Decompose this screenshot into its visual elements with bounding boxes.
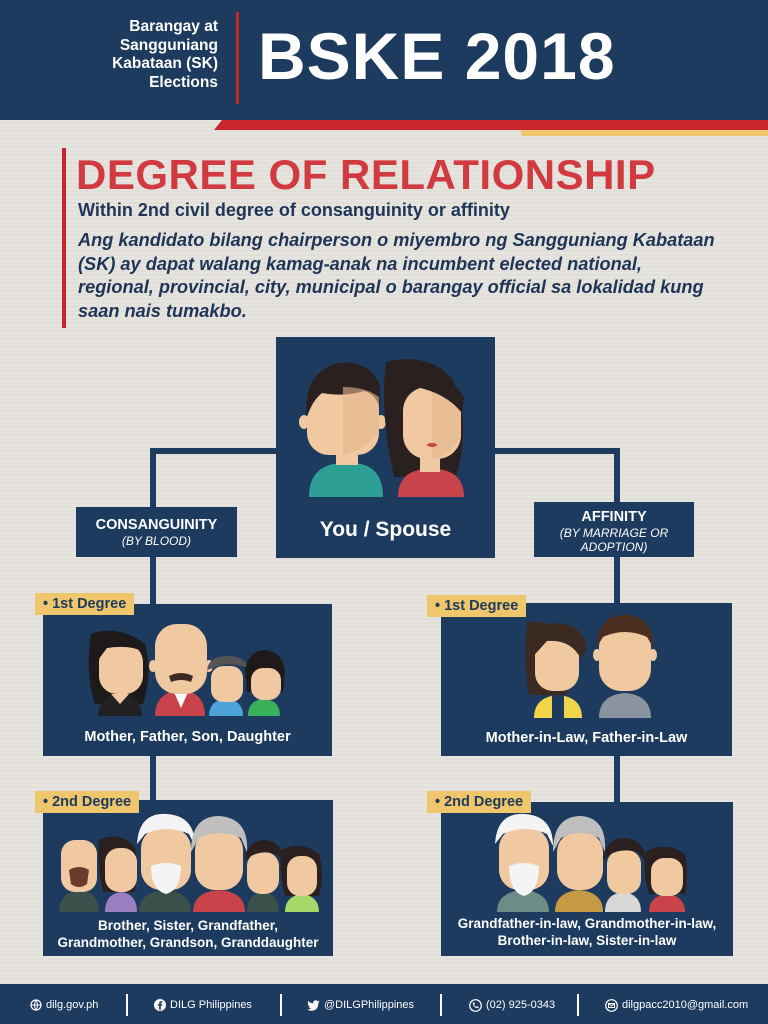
- header-subtitle: Barangay at Sangguniang Kabataan (SK) El…: [112, 18, 218, 91]
- header-bar: [0, 0, 768, 120]
- header-title: BSKE 2018: [258, 19, 616, 93]
- affinity-second-degree-line1: Grandfather-in-law, Grandmother-in-law,: [457, 916, 717, 931]
- affinity-subtitle-line1: (BY MARRIAGE OR: [559, 526, 669, 540]
- footer-facebook[interactable]: DILG Philippines: [154, 998, 252, 1012]
- consanguinity-second-degree-line1: Brother, Sister, Grandfather,: [97, 918, 279, 933]
- footer-phone[interactable]: (02) 925-0343: [469, 998, 555, 1012]
- twitter-icon: [307, 999, 320, 1011]
- footer-twitter-text: @DILGPhilippines: [324, 999, 415, 1011]
- consanguinity-second-degree-box: Brother, Sister, Grandfather, Grandmothe…: [43, 800, 333, 956]
- facebook-icon: [154, 999, 166, 1012]
- tree-connectors: [150, 448, 620, 803]
- page-title: DEGREE OF RELATIONSHIP: [76, 151, 656, 198]
- header-stripes: [214, 120, 768, 136]
- footer-bar: [0, 984, 768, 1024]
- header-divider: [236, 12, 239, 104]
- affinity-box: AFFINITY (BY MARRIAGE OR ADOPTION): [534, 502, 694, 557]
- footer-email-text: dilgpacc2010@gmail.com: [622, 999, 749, 1011]
- affinity-first-degree-box: Mother-in-Law, Father-in-Law: [441, 603, 732, 756]
- extended-family-icon: [59, 813, 322, 912]
- footer-twitter[interactable]: @DILGPhilippines: [307, 998, 414, 1012]
- consanguinity-first-degree-box: Mother, Father, Son, Daughter: [43, 604, 332, 756]
- consanguinity-first-degree-tag: • 1st Degree: [35, 593, 135, 615]
- consanguinity-title: CONSANGUINITY: [95, 517, 218, 533]
- footer-separator: [280, 994, 282, 1016]
- consanguinity-second-degree-line2: Grandmother, Grandson, Granddaughter: [57, 934, 319, 950]
- consanguinity-subtitle: (BY BLOOD): [121, 534, 192, 548]
- consanguinity-box: CONSANGUINITY (BY BLOOD): [76, 507, 237, 557]
- footer-email[interactable]: dilgpacc2010@gmail.com: [605, 998, 748, 1012]
- couple-icon: [299, 359, 464, 497]
- title-accent-bar: [62, 148, 66, 328]
- affinity-first-degree-tag: • 1st Degree: [427, 595, 527, 617]
- you-spouse-box: You / Spouse: [276, 337, 495, 558]
- affinity-second-degree-label: Grandfather-in-law, Grandmother-in-law, …: [441, 916, 733, 949]
- footer-phone-text: (02) 925-0343: [486, 999, 556, 1011]
- affinity-second-degree-tag: • 2nd Degree: [427, 791, 532, 813]
- affinity-first-degree-label: Mother-in-Law, Father-in-Law: [485, 730, 688, 746]
- email-icon: [605, 998, 618, 1012]
- page-description: Ang kandidato bilang chairperson o miyem…: [78, 230, 715, 321]
- you-spouse-label: You / Spouse: [319, 518, 452, 541]
- footer-separator: [126, 994, 128, 1016]
- in-laws-icon: [525, 615, 657, 718]
- consanguinity-second-degree-label: Brother, Sister, Grandfather, Grandmothe…: [43, 918, 333, 951]
- globe-icon: [30, 999, 42, 1012]
- phone-icon: [469, 998, 482, 1012]
- footer-facebook-text: DILG Philippines: [170, 999, 252, 1011]
- mother-father-son-daughter-icon: [88, 624, 285, 716]
- affinity-second-degree-box: Grandfather-in-law, Grandmother-in-law, …: [441, 802, 733, 956]
- page-subtitle: Within 2nd civil degree of consanguinity…: [78, 200, 510, 220]
- affinity-subtitle-line2: ADOPTION): [580, 540, 648, 554]
- consanguinity-first-degree-label: Mother, Father, Son, Daughter: [84, 729, 291, 745]
- consanguinity-second-degree-tag: • 2nd Degree: [35, 791, 140, 813]
- footer-separator: [440, 994, 442, 1016]
- footer-website-text: dilg.gov.ph: [46, 999, 99, 1011]
- footer-separator: [577, 994, 579, 1016]
- extended-in-laws-icon: [495, 813, 687, 912]
- affinity-title: AFFINITY: [581, 509, 647, 525]
- affinity-second-degree-line2: Brother-in-law, Sister-in-law: [497, 932, 677, 948]
- footer-website[interactable]: dilg.gov.ph: [30, 998, 98, 1012]
